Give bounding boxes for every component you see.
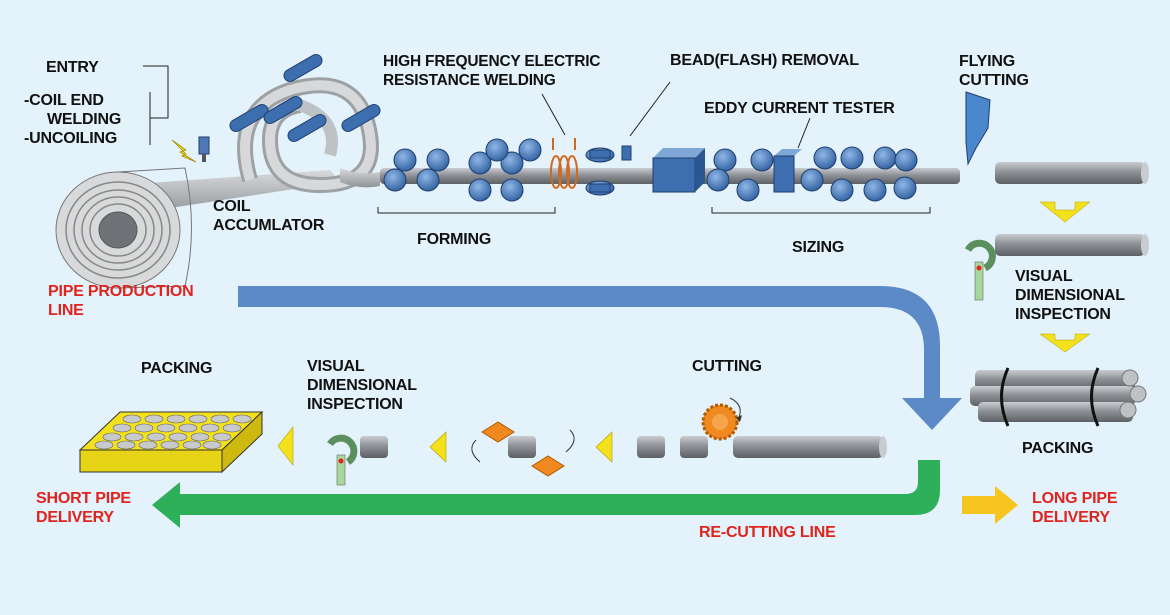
sizing-label: SIZING	[792, 239, 845, 256]
bead-removal-tool	[621, 145, 632, 161]
forming-rollers	[383, 138, 542, 202]
eddy-current-label: EDDY CURRENT TESTER	[704, 100, 895, 117]
hf-welding-line-1: HIGH FREQUENCY ELECTRIC	[383, 53, 601, 70]
left-arrow-1	[277, 426, 294, 466]
bead-removal-label: BEAD(FLASH) REMOVAL	[670, 52, 859, 69]
visual-inspection-right-line-3: INSPECTION	[1015, 306, 1111, 323]
coil-end-welding-line-2: WELDING	[47, 111, 122, 128]
short-pipe-delivery-line-2: DELIVERY	[36, 509, 114, 526]
coil-end-welding-label: -COIL END WELDING -UNCOILING	[24, 91, 121, 148]
pipe-production-line-1: PIPE PRODUCTION	[48, 283, 194, 300]
visual-inspection-right-line-2: DIMENSIONAL	[1015, 287, 1125, 304]
short-pipes-cut	[637, 436, 708, 458]
coil-accumulator-label: COIL ACCUMLATOR	[213, 197, 324, 235]
visual-inspection-left-line-3: INSPECTION	[307, 396, 403, 413]
micrometer-left	[327, 434, 358, 486]
hf-welding-line-2: RESISTANCE WELDING	[383, 72, 556, 89]
cut-pipe-long	[995, 162, 1149, 184]
short-pipe-delivery-line-1: SHORT PIPE	[36, 490, 131, 507]
sizing-rollers	[706, 146, 918, 202]
coil-accumulator	[229, 54, 381, 194]
squeeze-rolls	[585, 147, 615, 196]
production-line-arrow	[238, 286, 962, 430]
chamfering-station	[471, 421, 575, 477]
micrometer-right	[964, 239, 996, 301]
flying-cutting-label: FLYING CUTTING	[959, 52, 1029, 90]
coil-end-welding-line-1: -COIL END	[24, 92, 104, 109]
re-cutting-line-label: RE-CUTTING LINE	[699, 524, 836, 541]
induction-coil	[550, 138, 578, 189]
flying-cutter	[965, 91, 991, 166]
eddy-current-tester	[652, 148, 705, 193]
down-arrow-2	[1039, 333, 1091, 353]
long-pipe-delivery-line-2: DELIVERY	[1032, 509, 1110, 526]
pipe-bundle	[970, 367, 1147, 427]
long-pipe-input	[733, 436, 887, 458]
coil-accumulator-line-2: ACCUMLATOR	[213, 217, 325, 234]
re-cutting-line-arrow	[152, 460, 940, 528]
short-pipe-inspected	[360, 436, 388, 458]
inspected-pipe	[995, 234, 1149, 256]
left-arrow-2	[429, 431, 447, 463]
sizing-block	[773, 149, 802, 193]
down-arrow-1	[1039, 201, 1091, 223]
uncoiling-label: -UNCOILING	[24, 130, 118, 147]
visual-inspection-left-line-1: VISUAL	[307, 358, 365, 375]
forming-label: FORMING	[417, 231, 492, 248]
pipe-production-line-label: PIPE PRODUCTION LINE	[48, 282, 194, 320]
left-arrow-3	[595, 431, 613, 463]
coil-accumulator-line-1: COIL	[213, 198, 251, 215]
packing-left-label: PACKING	[141, 360, 213, 377]
short-pipe-crate	[78, 410, 264, 474]
entry-label: ENTRY	[46, 59, 99, 76]
long-pipe-delivery-line-1: LONG PIPE	[1032, 490, 1118, 507]
pipe-production-line-2: LINE	[48, 302, 84, 319]
cutting-label: CUTTING	[692, 358, 762, 375]
long-pipe-delivery-arrow	[962, 486, 1018, 524]
flying-cutting-line-2: CUTTING	[959, 72, 1029, 89]
flying-cutting-line-1: FLYING	[959, 53, 1015, 70]
visual-inspection-right-label: VISUAL DIMENSIONAL INSPECTION	[1015, 267, 1125, 324]
packing-right-label: PACKING	[1022, 440, 1094, 457]
coil-end-welder	[171, 136, 210, 163]
leader-lines	[143, 65, 931, 214]
short-pipe-delivery-label: SHORT PIPE DELIVERY	[36, 489, 131, 527]
hf-welding-label: HIGH FREQUENCY ELECTRIC RESISTANCE WELDI…	[383, 52, 600, 90]
long-pipe-delivery-label: LONG PIPE DELIVERY	[1032, 489, 1118, 527]
cutting-saw	[701, 397, 742, 441]
visual-inspection-right-line-1: VISUAL	[1015, 268, 1073, 285]
visual-inspection-left-label: VISUAL DIMENSIONAL INSPECTION	[307, 357, 417, 414]
visual-inspection-left-line-2: DIMENSIONAL	[307, 377, 417, 394]
